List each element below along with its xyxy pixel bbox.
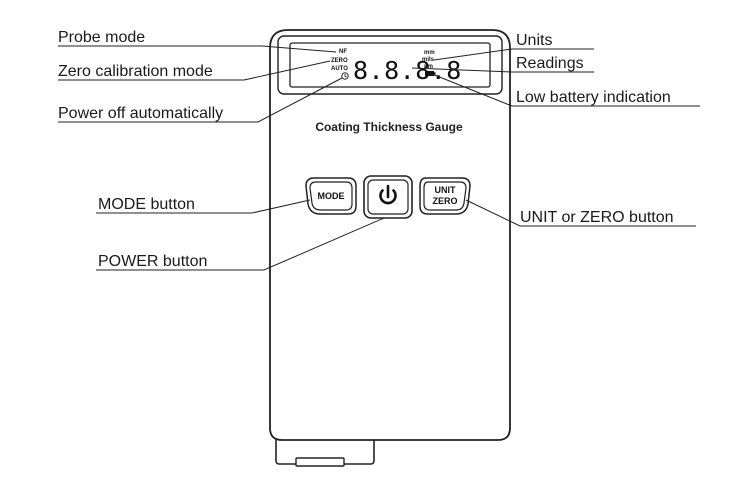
leader-mode-button — [96, 199, 311, 214]
unit-zero-button[interactable]: UNIT ZERO — [419, 177, 471, 215]
gauge-device — [269, 29, 511, 467]
lcd-unit-mm: mm — [424, 50, 435, 56]
leader-low-battery — [431, 73, 700, 107]
callout-labels: Probe mode Zero calibration mode Power o… — [58, 29, 674, 270]
zero-button-label: ZERO — [432, 196, 457, 206]
lcd-probe-mode-indicator: NF — [339, 49, 347, 55]
callout-units: Units — [516, 32, 552, 49]
mode-button-label: MODE — [318, 191, 345, 201]
callout-low-battery-indication: Low battery indication — [516, 89, 671, 106]
callout-unit-or-zero-button: UNIT or ZERO button — [520, 209, 674, 226]
leader-unit-zero-button — [465, 199, 696, 227]
callout-readings: Readings — [516, 55, 584, 72]
device-title: Coating Thickness Gauge — [315, 120, 463, 134]
battery-icon — [425, 71, 436, 76]
lcd-auto-indicator: AUTO — [331, 66, 348, 72]
leader-power-button — [96, 217, 385, 271]
leader-probe-mode — [58, 45, 337, 53]
mode-button[interactable]: MODE — [305, 177, 357, 215]
probe-connector-tip — [295, 457, 345, 467]
power-button[interactable] — [363, 175, 413, 219]
lcd-panel — [289, 42, 491, 88]
callout-probe-mode: Probe mode — [58, 29, 145, 46]
leader-lines — [58, 45, 700, 271]
callout-power-off-automatically: Power off automatically — [58, 105, 223, 122]
lcd-reading-digits: 8.8.8.8 — [353, 56, 462, 85]
leader-zero-mode — [58, 60, 331, 81]
callout-mode-button: MODE button — [98, 196, 195, 213]
lcd-zero-mode-indicator: ZERO — [331, 58, 348, 64]
lcd-contents: NF ZERO AUTO 8.8.8.8 mm mils μm — [331, 49, 462, 85]
leader-readings — [411, 67, 594, 73]
unit-button-label: UNIT — [435, 185, 456, 195]
callout-power-button: POWER button — [98, 253, 207, 270]
leader-units — [433, 48, 594, 61]
clock-icon — [341, 72, 349, 80]
leader-power-off — [58, 77, 343, 123]
lcd-unit-um: μm — [424, 64, 433, 70]
lcd-unit-mils: mils — [422, 57, 435, 63]
callout-zero-calibration-mode: Zero calibration mode — [58, 63, 213, 80]
power-icon — [379, 184, 397, 205]
device-body — [269, 29, 511, 441]
